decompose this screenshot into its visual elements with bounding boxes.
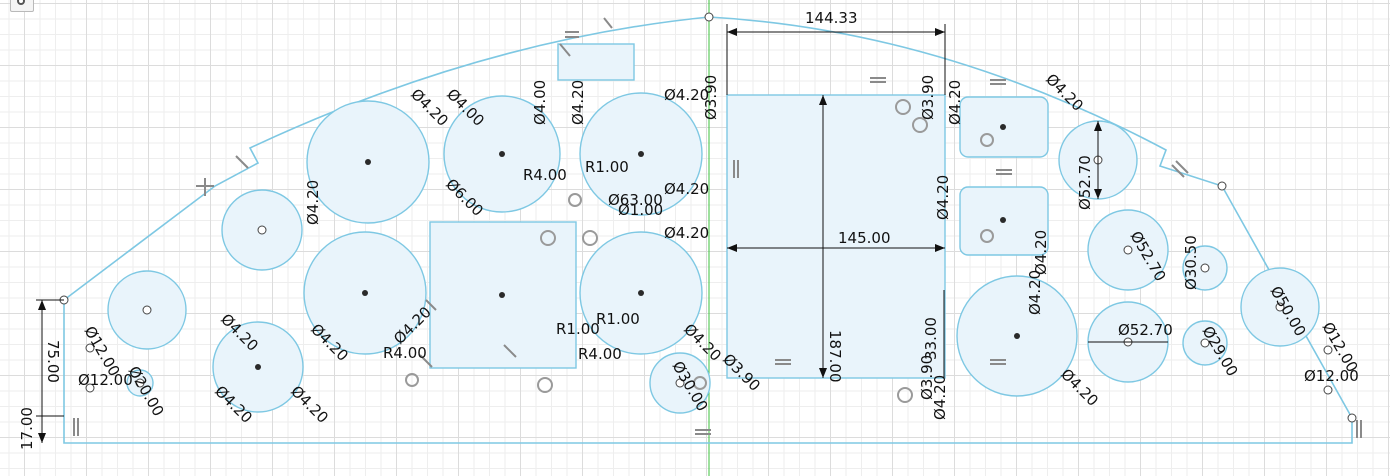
dim-dia-4-20-p: Ø4.20: [1057, 365, 1102, 410]
dim-dia-4-20-b: Ø4.20: [569, 80, 587, 125]
view-toggle-icon[interactable]: [10, 0, 34, 12]
center-points: [255, 124, 1020, 370]
dim-r4-b: R4.00: [383, 344, 427, 362]
circle-group: [107, 92, 1320, 414]
dim-dia-4-20-m: Ø4.20: [1042, 70, 1087, 115]
dim-r1-a: R1.00: [585, 158, 629, 176]
dim-r4-a: R4.00: [523, 166, 567, 184]
dim-dia-3-90-b: Ø3.90: [919, 75, 937, 120]
dim-dia-4-20-s: Ø4.20: [1032, 230, 1050, 275]
dim-dia-4-20-c: Ø4.20: [664, 86, 709, 104]
coincident-glyphs: [405, 99, 994, 403]
dim-dia-3-90-d: Ø3.90: [918, 355, 936, 400]
dim-dia-4-20-r: Ø4.20: [946, 80, 964, 125]
dim-dia-3-90-a: Ø3.90: [702, 75, 720, 120]
dim-dia-4-20-f: Ø4.20: [304, 180, 322, 225]
dim-height-lower: 33.00: [922, 317, 940, 360]
dim-dia-63: Ø63.00: [608, 191, 663, 209]
main-rect: [726, 94, 946, 379]
dim-dia-4-20-n: Ø4.20: [934, 175, 952, 220]
arrowheads: [38, 28, 1102, 443]
dim-r1-b: R1.00: [556, 320, 600, 338]
dim-dia-30-50: Ø30.50: [1182, 235, 1200, 290]
dim-width-top: 144.33: [805, 9, 858, 27]
slot-top: [557, 43, 635, 81]
dim-dia-1: Ø1.00: [618, 201, 663, 219]
dim-dia-4-20-i: Ø4.20: [287, 382, 332, 427]
dim-base-offset: 17.00: [18, 407, 36, 450]
dim-width-mid: 145.00: [838, 229, 891, 247]
constraint-glyph-icon: [73, 17, 1362, 438]
dim-r4-c: R4.00: [578, 345, 622, 363]
dimension-lines: [36, 24, 1168, 443]
dim-dia-large-2: Ø52.70: [1076, 155, 1094, 210]
dim-base-height: 75.00: [44, 340, 62, 383]
dim-dia-4-20-e: Ø4.20: [664, 224, 709, 242]
dim-dia-4-20-o: Ø4.20: [1026, 270, 1044, 315]
dim-r1-c: R1.00: [596, 310, 640, 328]
dim-dia-4-20-d: Ø4.20: [664, 180, 709, 198]
dim-height-rect: 187.00: [826, 330, 844, 383]
dim-dia-12-left: Ø12.00: [78, 371, 133, 389]
dim-dia-12-right: Ø12.00: [1304, 367, 1359, 385]
dim-dia-4-b: Ø4.00: [531, 80, 549, 125]
dim-dia-4-20-q: Ø4.20: [931, 375, 949, 420]
dim-dia-large: Ø52.70: [1118, 321, 1173, 339]
